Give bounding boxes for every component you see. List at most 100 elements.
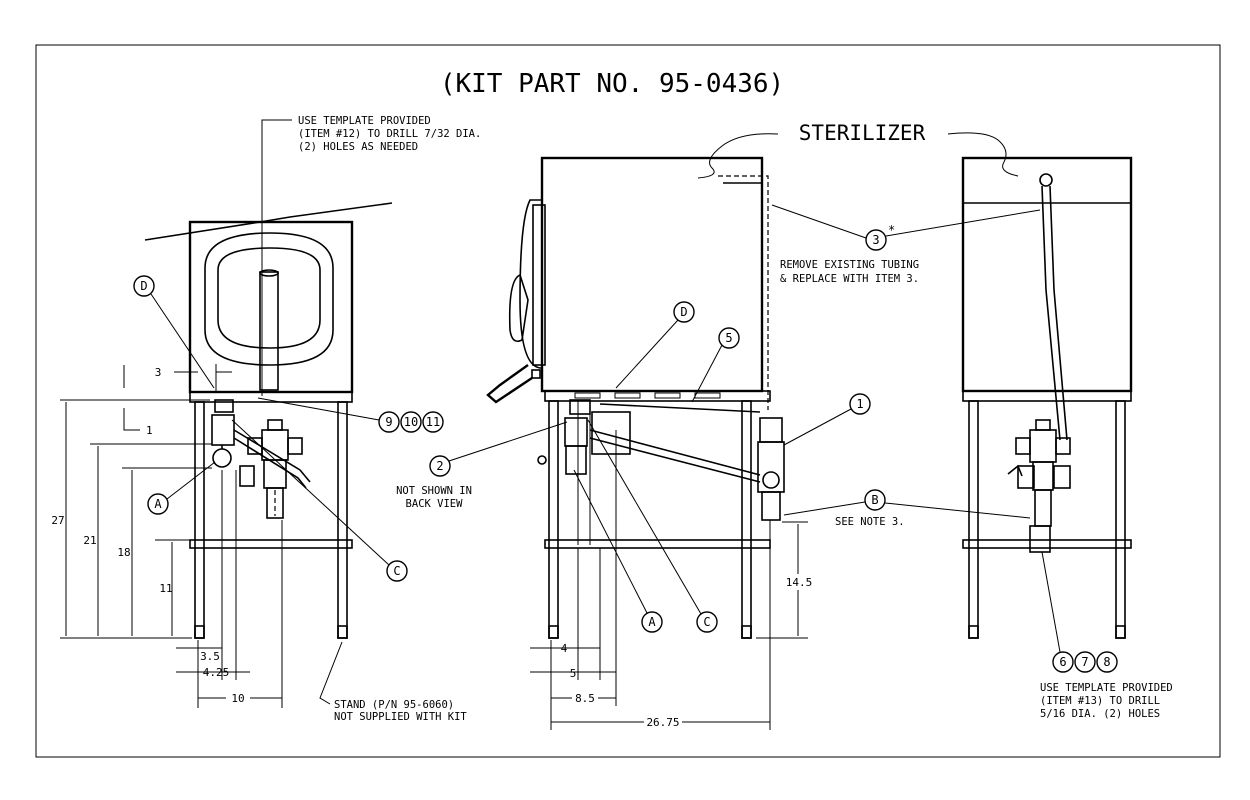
right-tube-2 bbox=[1049, 185, 1068, 441]
dim-3-5-label: 3.5 bbox=[200, 650, 220, 663]
middle-knob bbox=[531, 369, 541, 379]
dim-5-label: 5 bbox=[570, 667, 577, 680]
sterilizer-label: STERILIZER bbox=[799, 121, 926, 145]
balloon-1-leader bbox=[783, 408, 852, 446]
balloon-6-label: 6 bbox=[1059, 655, 1066, 669]
dim-21-label: 21 bbox=[83, 534, 96, 547]
dim-1-label: 1 bbox=[146, 424, 153, 437]
balloon-2-leader bbox=[448, 421, 568, 462]
template-note-3: (2) HOLES AS NEEDED bbox=[298, 141, 418, 153]
right-filter-body bbox=[1032, 461, 1054, 491]
balloon-b-label: B bbox=[871, 493, 878, 507]
middle-slot-2 bbox=[614, 392, 641, 399]
drawing-border bbox=[35, 44, 1221, 758]
balloon-d-middle-leader bbox=[615, 319, 679, 389]
right-view-annotations: 6 7 8 USE TEMPLATE PROVIDED (ITEM #13) T… bbox=[1040, 551, 1173, 720]
right-valve-body bbox=[1029, 429, 1057, 463]
dim-8-5-bg bbox=[572, 690, 598, 704]
dim-10-label: 10 bbox=[231, 692, 244, 705]
right-tube-fitting bbox=[1039, 173, 1053, 187]
balloon-3-asterisk: * bbox=[888, 223, 895, 237]
dim-1-leader bbox=[123, 428, 140, 431]
balloon-c-middle-label: C bbox=[703, 615, 710, 629]
balloon-5 bbox=[718, 327, 740, 349]
middle-lever bbox=[486, 364, 533, 404]
dim-4-25-label: 4.25 bbox=[203, 666, 230, 679]
left-foot-1 bbox=[194, 625, 205, 639]
balloon-d-middle-label: D bbox=[680, 305, 687, 319]
dim-3-label: 3 bbox=[155, 366, 162, 379]
dim-11-label: 11 bbox=[159, 582, 172, 595]
balloon-5-label: 5 bbox=[725, 331, 732, 345]
balloon-d-middle bbox=[673, 301, 695, 323]
left-side-view bbox=[144, 202, 393, 639]
right-foot-1 bbox=[968, 625, 979, 639]
middle-diag-tube bbox=[589, 429, 761, 476]
balloon-3 bbox=[865, 229, 887, 251]
dim-26-75-bg bbox=[644, 714, 682, 728]
kit-title: (KIT PART NO. 95-0436) bbox=[440, 69, 784, 99]
dim-8-5-label: 8.5 bbox=[575, 692, 595, 705]
balloon-c-left-label: C bbox=[393, 564, 400, 578]
left-valve-c-top bbox=[267, 419, 283, 431]
middle-view-annotations: STERILIZER 3 * REMOVE EXISTING TUBING & … bbox=[396, 121, 1041, 633]
left-valve-bracket bbox=[214, 399, 234, 413]
right-back-view bbox=[961, 156, 1133, 639]
balloon-b bbox=[864, 489, 886, 511]
balloon-d-left-label: D bbox=[140, 279, 147, 293]
middle-stand-top bbox=[544, 390, 771, 402]
dim-14-5-label: 14.5 bbox=[786, 576, 813, 589]
left-valve-c-right bbox=[287, 437, 303, 455]
sterilizer-leader-left bbox=[697, 133, 779, 179]
middle-leg-2 bbox=[741, 400, 752, 639]
remove-note-2: & REPLACE WITH ITEM 3. bbox=[780, 273, 919, 285]
left-valve-body-a bbox=[211, 414, 235, 446]
right-valve-right bbox=[1055, 437, 1071, 455]
middle-foot-1 bbox=[548, 625, 559, 639]
balloon-7-label: 7 bbox=[1081, 655, 1088, 669]
right-shelf bbox=[962, 539, 1132, 549]
remove-note-1: REMOVE EXISTING TUBING bbox=[780, 259, 919, 271]
middle-view-dimensions: 4 5 8.5 26.75 14.5 bbox=[530, 430, 812, 730]
left-leg-1 bbox=[194, 401, 205, 639]
balloon-d-left-leader bbox=[150, 293, 215, 389]
balloon-6 bbox=[1052, 651, 1074, 673]
left-diag-tube-2 bbox=[233, 437, 307, 489]
middle-valve-lower bbox=[565, 445, 587, 475]
balloon-8-label: 8 bbox=[1103, 655, 1110, 669]
middle-slot-4 bbox=[694, 392, 721, 399]
balloon-a-middle-label: A bbox=[648, 615, 656, 629]
left-drain-tube bbox=[259, 271, 279, 391]
left-fitting-l bbox=[239, 465, 255, 487]
balloon-678-leader bbox=[1041, 551, 1061, 653]
left-door-inner bbox=[217, 247, 321, 349]
balloon-c-middle bbox=[696, 611, 718, 633]
left-view-annotations: USE TEMPLATE PROVIDED (ITEM #12) TO DRIL… bbox=[133, 115, 481, 723]
balloon-2 bbox=[429, 455, 451, 477]
balloon-a-left bbox=[147, 493, 169, 515]
right-bracket bbox=[1029, 525, 1051, 553]
middle-door-handle bbox=[508, 273, 529, 343]
balloon-d-left bbox=[133, 275, 155, 297]
middle-filter-body bbox=[757, 441, 785, 493]
balloon-a-middle bbox=[641, 611, 663, 633]
middle-foot-2 bbox=[741, 625, 752, 639]
balloon-9-leader bbox=[257, 397, 380, 421]
template-note-2: (ITEM #12) TO DRILL 7/32 DIA. bbox=[298, 128, 481, 140]
balloon-1 bbox=[849, 393, 871, 415]
balloon-2-label: 2 bbox=[436, 459, 443, 473]
middle-door bbox=[519, 199, 542, 369]
right-fitting-l bbox=[1017, 465, 1035, 489]
dim-10-bg bbox=[226, 690, 250, 704]
stand-note-leader bbox=[319, 641, 343, 705]
middle-filter-bottom bbox=[761, 491, 781, 521]
dim-26-75-label: 26.75 bbox=[646, 716, 679, 729]
template13-note-1: USE TEMPLATE PROVIDED bbox=[1040, 682, 1173, 694]
template13-note-2: (ITEM #13) TO DRILL bbox=[1040, 695, 1160, 707]
balloon-b-leader-left bbox=[783, 501, 866, 516]
sterilizer-leader-right bbox=[947, 132, 1019, 177]
balloon-5-leader bbox=[691, 344, 723, 403]
middle-front-view bbox=[486, 156, 785, 639]
balloon-10 bbox=[400, 411, 422, 433]
